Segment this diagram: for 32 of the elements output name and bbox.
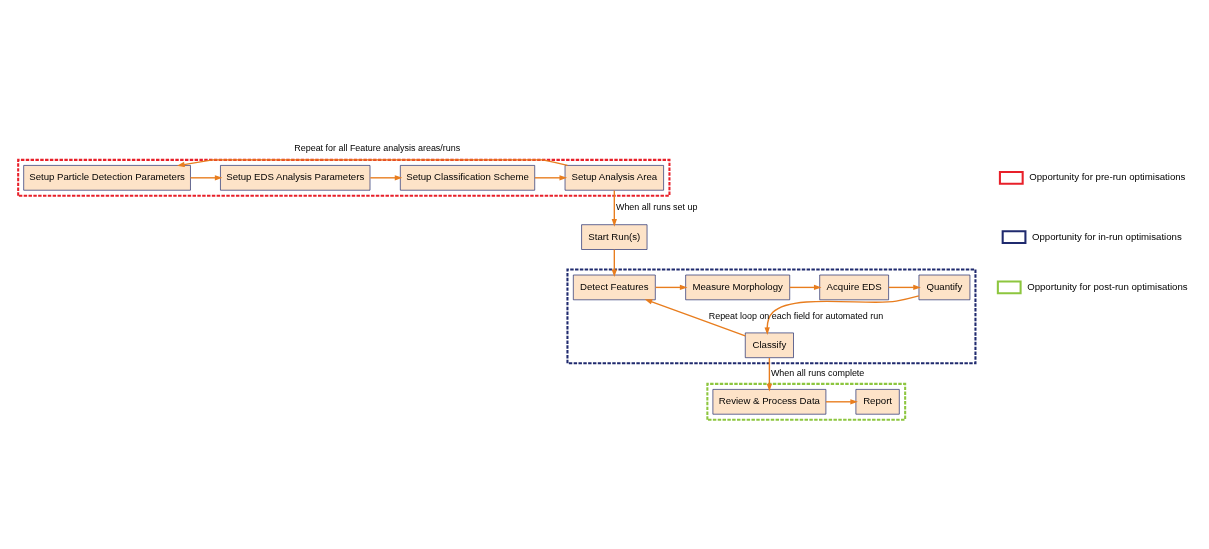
legend-label: Opportunity for in-run optimisations: [1031, 230, 1182, 242]
arrow: [654, 284, 688, 290]
node-box: Measure Morphology: [685, 274, 791, 300]
arrow: [189, 174, 223, 180]
edge-label: Repeat for all Feature analysis areas/runs: [294, 142, 461, 153]
edge-label: When all runs complete: [770, 367, 865, 378]
node-box: Setup Particle Detection Parameters: [23, 164, 191, 191]
node-box: Setup Classification Scheme: [400, 164, 536, 191]
legend-label: Opportunity for pre-run optimisations: [1029, 170, 1186, 182]
node-box: Classify: [744, 332, 794, 358]
arrow: [644, 298, 746, 336]
node-box: Acquire EDS: [819, 274, 889, 300]
edge-label: Repeat loop on each field for automated run: [708, 310, 884, 321]
arrow: [764, 294, 920, 335]
arrow: [888, 284, 921, 290]
edge-label: When all runs set up: [615, 201, 698, 212]
arrow: [177, 158, 569, 167]
node-box: Start Run(s): [581, 223, 648, 250]
arrow: [825, 398, 858, 404]
node-box: Setup Analysis Area: [564, 164, 664, 191]
legend-label: Opportunity for post-run optimisations: [1027, 280, 1188, 292]
arrow: [534, 174, 568, 180]
arrow: [789, 284, 822, 290]
node-box: Report: [855, 388, 900, 415]
arrow: [766, 356, 773, 391]
arrow: [611, 189, 617, 227]
node-box: Review & Process Data: [712, 388, 827, 415]
node-box: Quantify: [918, 274, 971, 300]
node-box: Setup EDS Analysis Parameters: [220, 164, 371, 191]
arrow: [369, 174, 403, 180]
arrow: [611, 248, 617, 277]
node-box: Detect Features: [572, 274, 656, 300]
